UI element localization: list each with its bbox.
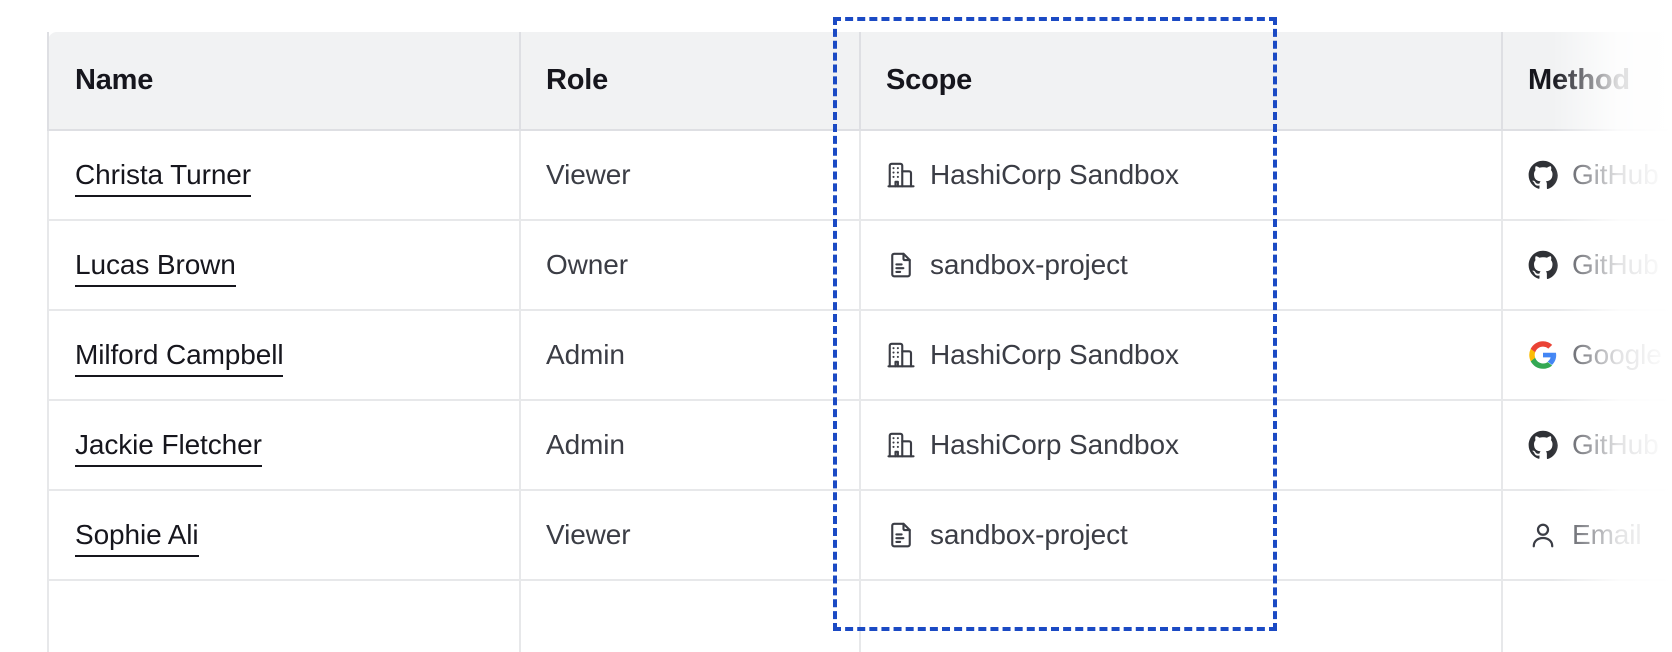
method-label: GitHub — [1572, 249, 1659, 280]
github-icon — [1528, 430, 1558, 460]
column-header-name[interactable]: Name — [47, 32, 521, 131]
github-icon — [1528, 160, 1558, 190]
method-value: Google — [1528, 340, 1672, 370]
cell-role: Viewer — [520, 490, 861, 581]
role-label: Admin — [546, 339, 625, 370]
user-name-link[interactable]: Jackie Fletcher — [75, 429, 262, 467]
method-value: Email — [1528, 520, 1672, 550]
method-label: GitHub — [1572, 159, 1659, 190]
cell-method: Google — [1502, 310, 1672, 401]
scope-value: sandbox-project — [886, 250, 1501, 280]
organization-icon — [886, 160, 916, 190]
cell-partial — [520, 580, 861, 652]
user-name-link[interactable]: Milford Campbell — [75, 339, 284, 377]
google-icon — [1528, 340, 1558, 370]
scope-label: HashiCorp Sandbox — [930, 429, 1179, 460]
table-row: Milford Campbell Admin HashiCorp Sandbox Go… — [47, 310, 1672, 401]
github-icon — [1528, 250, 1558, 280]
project-icon — [886, 250, 916, 280]
table-row: Jackie Fletcher Admin HashiCorp Sandbox Git… — [47, 400, 1672, 491]
cell-name: Jackie Fletcher — [47, 400, 521, 491]
table-header-row: Name Role Scope Method — [47, 32, 1672, 131]
user-name-link[interactable]: Lucas Brown — [75, 249, 236, 287]
cell-name: Milford Campbell — [47, 310, 521, 401]
cell-method: GitHub — [1502, 400, 1672, 491]
cell-partial — [47, 580, 521, 652]
scope-label: HashiCorp Sandbox — [930, 159, 1179, 190]
project-icon — [886, 520, 916, 550]
user-icon — [1528, 520, 1558, 550]
cell-partial — [1502, 580, 1672, 652]
role-label: Admin — [546, 429, 625, 460]
table-row-partial — [47, 580, 1672, 652]
column-header-scope[interactable]: Scope — [860, 32, 1503, 131]
method-value: GitHub — [1528, 160, 1672, 190]
table-header: Name Role Scope Method — [47, 32, 1672, 131]
scope-label: HashiCorp Sandbox — [930, 339, 1179, 370]
scope-value: HashiCorp Sandbox — [886, 430, 1501, 460]
cell-role: Owner — [520, 220, 861, 311]
organization-icon — [886, 430, 916, 460]
scope-label: sandbox-project — [930, 519, 1128, 550]
cell-scope: HashiCorp Sandbox — [860, 130, 1503, 221]
method-label: Google — [1572, 339, 1662, 370]
table-row: Christa Turner Viewer HashiCorp Sandbox Git… — [47, 130, 1672, 221]
method-value: GitHub — [1528, 430, 1672, 460]
cell-name: Lucas Brown — [47, 220, 521, 311]
cell-scope: sandbox-project — [860, 220, 1503, 311]
role-label: Owner — [546, 249, 628, 280]
scope-label: sandbox-project — [930, 249, 1128, 280]
method-value: GitHub — [1528, 250, 1672, 280]
column-header-role[interactable]: Role — [520, 32, 861, 131]
cell-name: Christa Turner — [47, 130, 521, 221]
table-row: Lucas Brown Owner sandbox-project GitHub — [47, 220, 1672, 311]
cell-scope: HashiCorp Sandbox — [860, 400, 1503, 491]
cell-method: Email — [1502, 490, 1672, 581]
user-name-link[interactable]: Sophie Ali — [75, 519, 199, 557]
cell-method: GitHub — [1502, 220, 1672, 311]
cell-partial — [860, 580, 1503, 652]
user-name-link[interactable]: Christa Turner — [75, 159, 251, 197]
cell-role: Admin — [520, 310, 861, 401]
role-label: Viewer — [546, 519, 631, 550]
organization-icon — [886, 340, 916, 370]
column-header-method[interactable]: Method — [1502, 32, 1672, 131]
cell-role: Viewer — [520, 130, 861, 221]
cell-role: Admin — [520, 400, 861, 491]
role-label: Viewer — [546, 159, 631, 190]
cell-scope: HashiCorp Sandbox — [860, 310, 1503, 401]
method-label: Email — [1572, 519, 1642, 550]
scope-value: sandbox-project — [886, 520, 1501, 550]
cell-name: Sophie Ali — [47, 490, 521, 581]
cell-scope: sandbox-project — [860, 490, 1503, 581]
table-row: Sophie Ali Viewer sandbox-project Email — [47, 490, 1672, 581]
method-label: GitHub — [1572, 429, 1659, 460]
scope-value: HashiCorp Sandbox — [886, 340, 1501, 370]
cell-method: GitHub — [1502, 130, 1672, 221]
scope-value: HashiCorp Sandbox — [886, 160, 1501, 190]
